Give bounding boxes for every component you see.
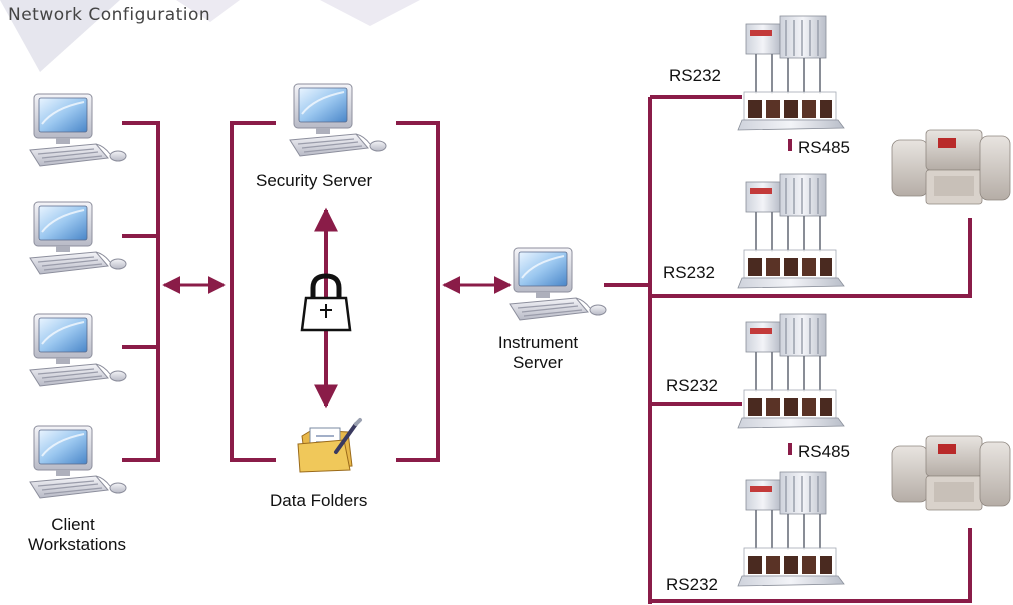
- data-folders-icon: [297, 418, 362, 473]
- client-workstation-2: [29, 201, 127, 275]
- client-workstations-label: Client Workstations: [28, 515, 126, 555]
- security-server-icon: [289, 83, 387, 157]
- server-group-bracket: [230, 121, 440, 462]
- instrument-server-label-line2: Server: [512, 353, 564, 372]
- dissolution-tester-4: [737, 471, 845, 587]
- autosampler-instrument-1: [891, 129, 1011, 205]
- page-title: Network Configuration: [8, 5, 211, 25]
- rs232-label: RS232: [666, 376, 718, 395]
- instrument-server-label-line1: Instrument: [497, 333, 579, 352]
- client-workstation-4: [29, 425, 127, 499]
- rs232-label: RS232: [666, 575, 718, 594]
- instrument-server-label: Instrument Server: [492, 333, 584, 373]
- data-folders-label: Data Folders: [270, 491, 368, 510]
- autosampler-instrument-2: [891, 435, 1011, 511]
- dissolution-tester-2: [737, 173, 845, 289]
- decor-triangle: [320, 0, 420, 26]
- client-workstation-1: [29, 93, 127, 167]
- client-workstations-label-line2: Workstations: [28, 535, 126, 554]
- decor-triangle: [0, 0, 120, 72]
- client-workstations-label-line1: Client: [51, 515, 95, 534]
- padlock-icon: [300, 273, 352, 332]
- rs232-label: RS232: [669, 66, 721, 85]
- instrument-server-icon: [509, 247, 607, 321]
- client-bracket: [122, 121, 160, 462]
- dissolution-tester-1: [737, 15, 845, 131]
- rs485-label: RS485: [798, 442, 850, 461]
- dissolution-tester-3: [737, 313, 845, 429]
- rs485-label: RS485: [798, 138, 850, 157]
- instrument-bus-lines: [604, 95, 972, 604]
- security-server-label: Security Server: [256, 171, 373, 190]
- rs232-label: RS232: [663, 263, 715, 282]
- decor-triangle: [176, 0, 240, 22]
- client-workstation-3: [29, 313, 127, 387]
